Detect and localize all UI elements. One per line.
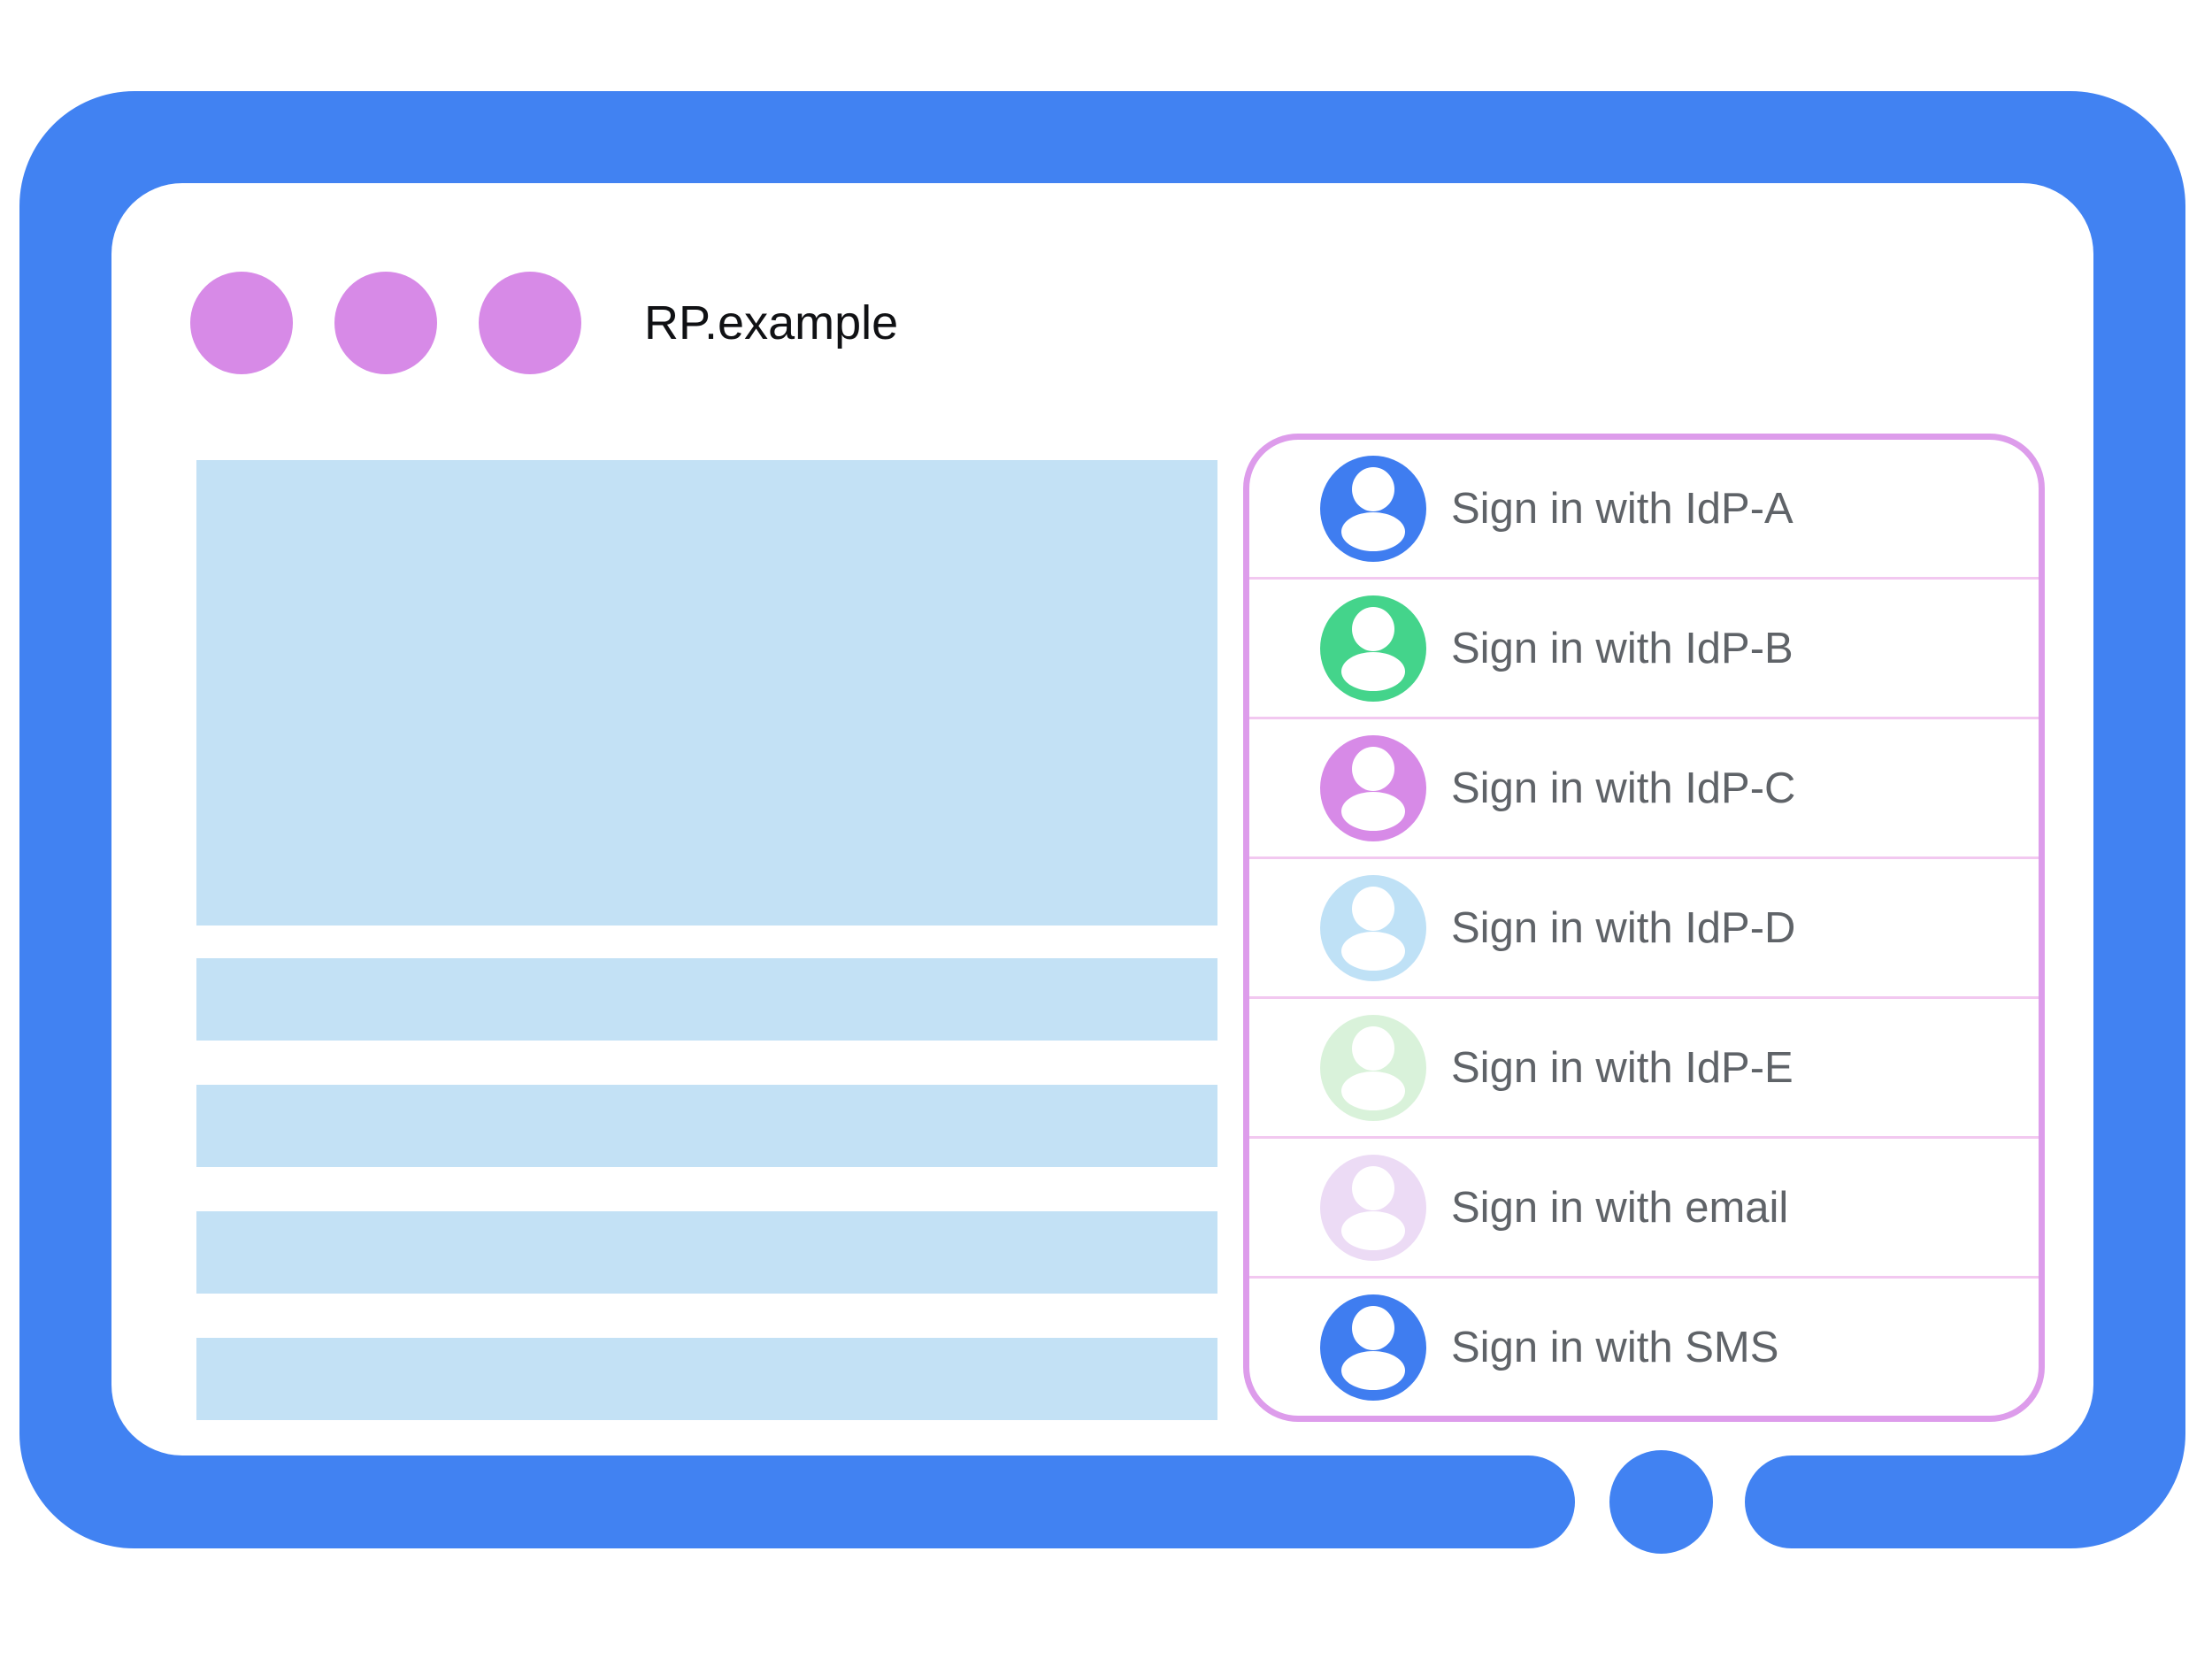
person-icon (1320, 734, 1426, 841)
person-icon (1320, 1294, 1426, 1401)
content-placeholder-line (196, 1338, 1217, 1420)
signin-option-idp-a[interactable]: Sign in with IdP-A (1249, 440, 2039, 577)
window-control-dot-icon (479, 272, 581, 374)
address-text: RP.example (644, 296, 899, 349)
person-icon (1320, 1014, 1426, 1121)
signin-option-idp-e[interactable]: Sign in with IdP-E (1249, 996, 2039, 1136)
person-icon (1320, 455, 1426, 562)
person-icon (1320, 874, 1426, 981)
content-placeholder-line (196, 1211, 1217, 1294)
signin-option-idp-c[interactable]: Sign in with IdP-C (1249, 717, 2039, 856)
signin-option-label: Sign in with IdP-E (1451, 1043, 1793, 1092)
window-control-dot-icon (334, 272, 437, 374)
signin-option-label: Sign in with SMS (1451, 1323, 1779, 1371)
person-icon (1320, 595, 1426, 702)
content-placeholder-hero (196, 460, 1217, 926)
signin-option-label: Sign in with IdP-C (1451, 764, 1796, 812)
signin-option-label: Sign in with IdP-B (1451, 624, 1793, 672)
signin-option-idp-b[interactable]: Sign in with IdP-B (1249, 577, 2039, 717)
home-button-circle (1609, 1450, 1713, 1554)
content-placeholder-line (196, 1085, 1217, 1167)
signin-option-idp-d[interactable]: Sign in with IdP-D (1249, 856, 2039, 996)
signin-option-email[interactable]: Sign in with email (1249, 1136, 2039, 1276)
signin-panel: Sign in with IdP-A Sign in with IdP-B Si… (1243, 434, 2045, 1422)
signin-option-label: Sign in with email (1451, 1183, 1789, 1232)
notch-left-cap (1433, 1455, 1575, 1548)
signin-option-sms[interactable]: Sign in with SMS (1249, 1276, 2039, 1416)
notch-right-cap (1745, 1455, 1886, 1548)
signin-option-label: Sign in with IdP-D (1451, 903, 1796, 952)
signin-option-label: Sign in with IdP-A (1451, 484, 1793, 533)
content-placeholder-line (196, 958, 1217, 1041)
person-icon (1320, 1154, 1426, 1261)
window-control-dot-icon (190, 272, 293, 374)
